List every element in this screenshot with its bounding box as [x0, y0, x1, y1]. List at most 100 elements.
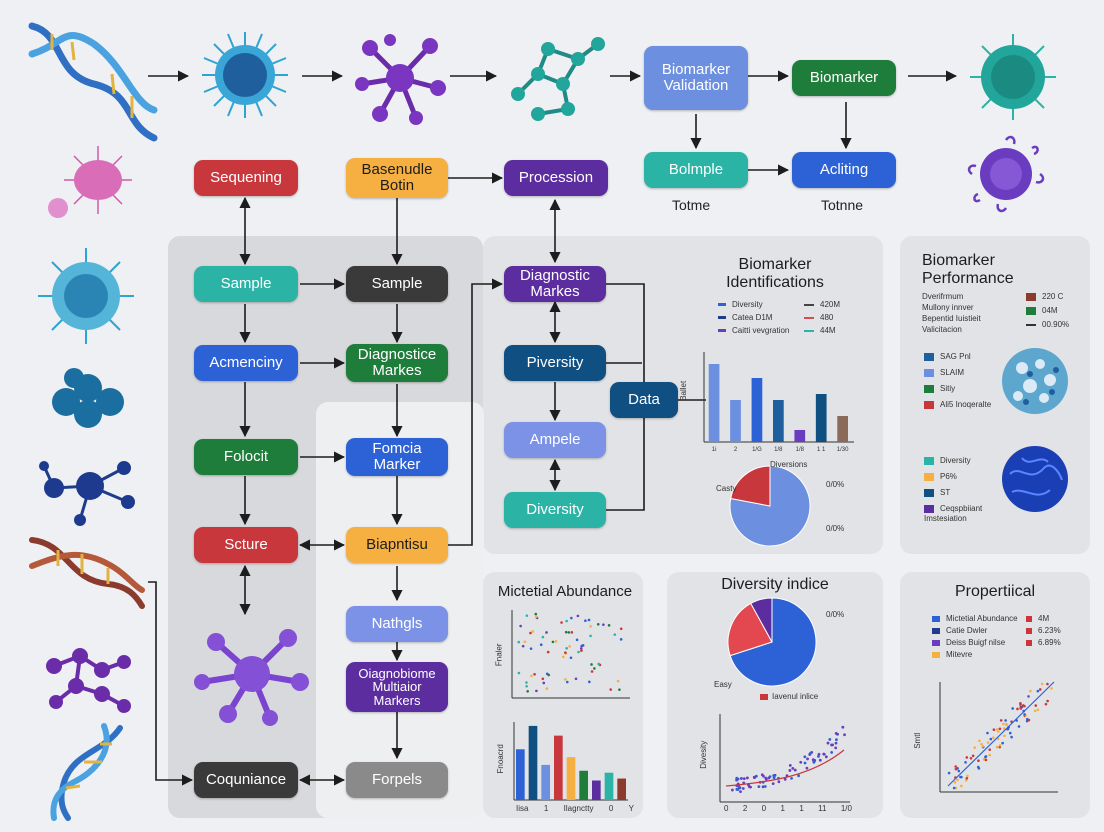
- scatter-point: [803, 761, 807, 765]
- ident-pie-label: 0/0%: [826, 480, 845, 489]
- scatter-point: [613, 633, 617, 636]
- scatter-point: [830, 743, 833, 747]
- scatter-point: [999, 719, 1003, 722]
- forpels-node[interactable]: Forpels: [346, 762, 448, 798]
- scatter-point: [1002, 722, 1005, 726]
- fomcia-marker-node[interactable]: Fomcia Marker: [346, 438, 448, 476]
- bar: [579, 770, 588, 800]
- folocit-node[interactable]: Folocit: [194, 439, 298, 475]
- scatter-point: [1036, 708, 1040, 712]
- scatter-point: [986, 741, 990, 744]
- nathgis-node[interactable]: Nathgls: [346, 606, 448, 642]
- diagnostic-markes-node[interactable]: Diagnostic Markes: [504, 266, 606, 302]
- scatter-point: [1027, 718, 1031, 722]
- pie-slice: [750, 597, 773, 643]
- performance-legend-item: SAG Pnl: [924, 352, 971, 362]
- scatter-point: [772, 774, 776, 777]
- diversity-node[interactable]: Diversity: [504, 492, 606, 528]
- scture-node[interactable]: Scture: [194, 527, 298, 563]
- scatter-point: [1021, 704, 1025, 707]
- scatter-point: [1036, 689, 1040, 693]
- scatter-point: [977, 759, 980, 763]
- sequening-node[interactable]: Sequening: [194, 160, 298, 196]
- biapntisu-node[interactable]: Biapntisu: [346, 527, 448, 563]
- performance-legend-text: SLAIM: [940, 368, 965, 377]
- scatter-point: [1001, 741, 1004, 745]
- sample-node-mid[interactable]: Sample: [346, 266, 448, 302]
- scatter-point: [545, 672, 549, 676]
- scatter-point: [824, 755, 828, 759]
- scatter-point: [565, 680, 569, 684]
- scatter-point: [790, 776, 793, 780]
- scatter-point: [1019, 707, 1023, 710]
- scatter-point: [554, 640, 558, 643]
- cell-sphere-icon: [1002, 348, 1068, 414]
- scatter-point: [738, 786, 742, 790]
- ampele-node[interactable]: Ampele: [504, 422, 606, 458]
- scatter-point: [525, 684, 528, 688]
- scatter-point: [959, 775, 962, 779]
- x-tick: 1: [780, 804, 785, 813]
- sample-node-left[interactable]: Sample: [194, 266, 298, 302]
- performance-legend-text: P6%: [940, 472, 957, 481]
- x-tick: Y: [628, 804, 634, 813]
- data-node[interactable]: Data: [610, 382, 678, 418]
- bar: [751, 378, 763, 442]
- scatter-point: [589, 625, 592, 628]
- performance-legend-text: SAG Pnl: [940, 352, 971, 361]
- oiagnobiome-node[interactable]: Oiagnobiome Multiaior Markers: [346, 662, 448, 712]
- performance-value-text: 220 C: [1042, 292, 1064, 301]
- legend-value: 480: [820, 313, 834, 322]
- diversity-pie-label: Easy: [714, 680, 732, 689]
- biomarker-validation-node[interactable]: Biomarker Validation: [644, 46, 748, 110]
- scatter-point: [788, 769, 792, 772]
- scatter-point: [741, 787, 745, 790]
- scatter-point: [569, 656, 573, 660]
- scatter-point: [607, 624, 611, 627]
- scatter-point: [735, 776, 739, 780]
- scatter-point: [545, 687, 549, 690]
- scatter-point: [843, 733, 846, 737]
- propertial-title: Propertiical: [954, 583, 1036, 600]
- acliting-node[interactable]: Acliting: [792, 152, 896, 188]
- scatter-point: [523, 640, 527, 644]
- dna-icon-bottom: [50, 723, 123, 821]
- scatter-point: [542, 681, 546, 685]
- bolmple-node[interactable]: Bolmple: [644, 152, 748, 188]
- performance-legend-item: Sitiy: [924, 384, 955, 394]
- scatter-point: [525, 681, 528, 684]
- scatter-point: [777, 780, 781, 784]
- coquniance-node[interactable]: Coquniance: [194, 762, 298, 798]
- acmenciny-node[interactable]: Acmenciny: [194, 345, 298, 381]
- mictetial-abundance-bar-chart: [513, 722, 628, 801]
- scatter-point: [965, 776, 969, 780]
- bar: [617, 778, 626, 800]
- scatter-point: [731, 788, 734, 792]
- scatter-point: [952, 786, 956, 790]
- diagnostice-markes-node[interactable]: Diagnostice Markes: [346, 344, 448, 382]
- piversity-node[interactable]: Piversity: [504, 345, 606, 381]
- scatter-point: [797, 774, 801, 778]
- biomarker-performance-title: Biomarker Performance: [922, 252, 1014, 288]
- scatter-point: [805, 766, 809, 770]
- scatter-point: [841, 725, 845, 729]
- scatter-point: [760, 773, 764, 777]
- biomarker-node[interactable]: Biomarker: [792, 60, 896, 96]
- scatter-point: [619, 627, 623, 631]
- network-icon-blue: [39, 461, 135, 526]
- scatter-point: [570, 631, 574, 634]
- diversity-x-ticks: 0 2 0 1 1 11 1/0: [724, 804, 852, 814]
- x-tick: Ilagnctty: [563, 804, 594, 813]
- propertial-legend-text: Mictetial Abundance: [946, 614, 1018, 623]
- molecule-icon-top-1: [355, 34, 446, 125]
- propertial-legend-text: Deiss Buigf nilse: [946, 638, 1006, 647]
- x-tick-label: 2: [734, 447, 738, 453]
- scatter-point: [761, 785, 765, 789]
- basenudle-node[interactable]: Basenudle Botin: [346, 158, 448, 198]
- scatter-point: [973, 746, 977, 749]
- performance-value: 04M: [1026, 306, 1058, 316]
- scatter-point: [521, 644, 525, 648]
- molecule-cluster-icon: [52, 368, 124, 428]
- legend-item: Caitti vevgration: [732, 326, 790, 335]
- procession-node[interactable]: Procession: [504, 160, 608, 196]
